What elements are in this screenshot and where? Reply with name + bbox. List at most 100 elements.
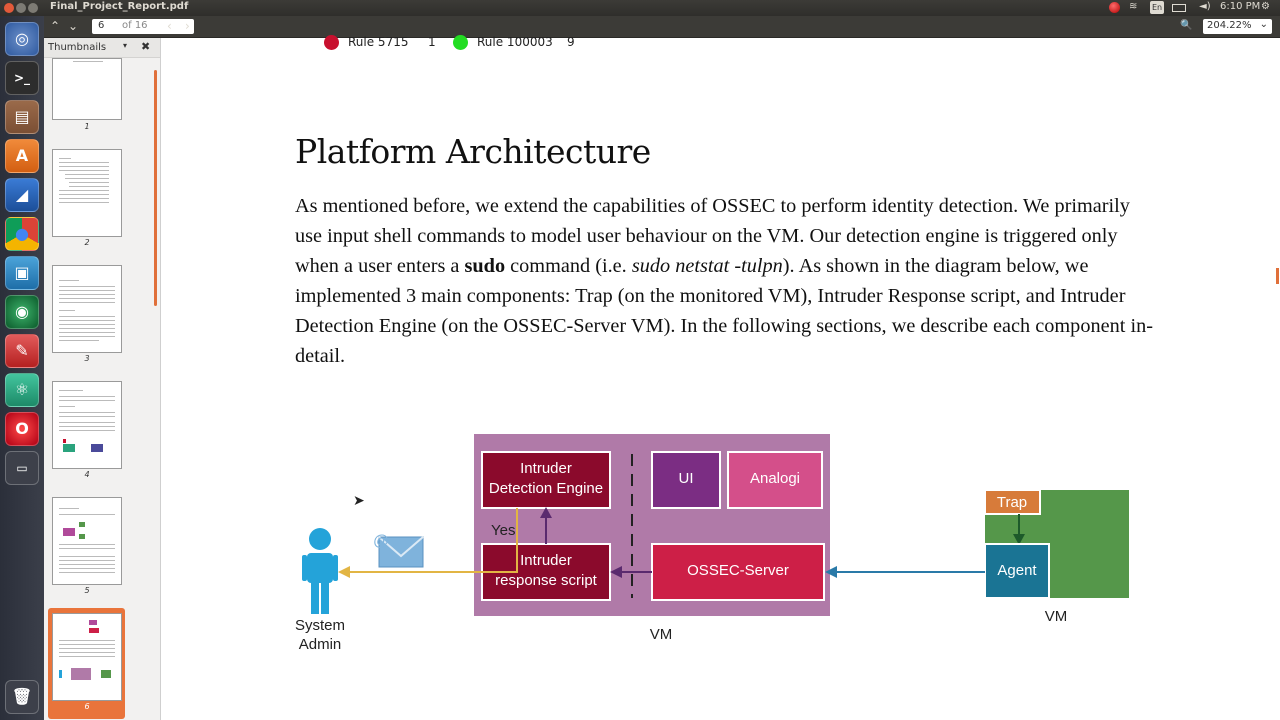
alert-path-arrow-head xyxy=(338,566,350,578)
maximize-icon[interactable] xyxy=(28,3,38,13)
battery-icon[interactable] xyxy=(1172,4,1186,12)
para-text: As mentioned before, we extend the capab… xyxy=(295,195,1130,277)
close-icon[interactable] xyxy=(4,3,14,13)
page-current[interactable]: 6 xyxy=(98,20,105,31)
close-icon[interactable]: ✖ xyxy=(141,40,151,53)
clock[interactable]: 6:10 PM xyxy=(1220,1,1261,12)
legend-dot-green xyxy=(453,35,468,50)
image-viewer-icon[interactable]: ▣ xyxy=(5,256,39,290)
globe-icon[interactable]: ◉ xyxy=(5,295,39,329)
ossec-server-label: OSSEC-Server xyxy=(687,562,789,579)
trap-box xyxy=(984,489,1041,515)
document-scroll-marker[interactable] xyxy=(1276,268,1279,284)
admin-label-2: Admin xyxy=(299,636,342,653)
para-bold: sudo xyxy=(464,255,506,277)
workspace-icon[interactable]: ▭ xyxy=(5,451,39,485)
admin-user-icon xyxy=(302,528,338,614)
admin-label-1: System xyxy=(295,617,345,634)
thumbnail-page-6[interactable] xyxy=(52,613,122,701)
thumbnail-page-5[interactable] xyxy=(52,497,122,585)
response-script-label-1: Intruder xyxy=(520,552,572,569)
server-vm-label: VM xyxy=(650,626,673,643)
para-text: ). As shown in the diagram below, we imp… xyxy=(295,255,1153,367)
previous-page-up-icon[interactable]: ⌃ xyxy=(50,19,61,33)
wireshark-icon[interactable]: ◢ xyxy=(5,178,39,212)
body-paragraph: As mentioned before, we extend the capab… xyxy=(295,191,1155,371)
zoom-select[interactable]: 204.22% ⌄ xyxy=(1203,19,1272,34)
chrome-icon[interactable]: ● xyxy=(5,217,39,251)
para-text: command (i.e. xyxy=(505,255,632,277)
search-icon[interactable]: 🔍 xyxy=(1180,20,1193,31)
server-to-response-arrow-head xyxy=(610,566,622,578)
detection-engine-label-1: Intruder xyxy=(520,460,572,477)
email-icon: @ xyxy=(373,533,424,568)
trap-label: Trap xyxy=(997,494,1027,511)
yes-arrow-head xyxy=(540,507,552,518)
terminal-icon[interactable]: >_ xyxy=(5,61,39,95)
atom-icon[interactable]: ⚛ xyxy=(5,373,39,407)
chevron-down-icon[interactable]: ⌄ xyxy=(1259,19,1268,30)
thumbnail-page-3[interactable] xyxy=(52,265,122,353)
trap-to-agent-arrow-head xyxy=(1013,534,1025,545)
thumbnail-number: 3 xyxy=(84,354,90,363)
window-title: Final_Project_Report.pdf xyxy=(50,1,189,12)
legend-label: Rule 5715 xyxy=(348,35,409,49)
analogi-label: Analogi xyxy=(750,470,800,487)
alert-path xyxy=(350,508,518,573)
ossec-server-box xyxy=(651,543,825,601)
launcher: ◎ >_ ▤ A ◢ ● ▣ ◉ ✎ ⚛ O ▭ 🗑 xyxy=(0,16,44,720)
page-number-input[interactable]: 6 of 16 xyxy=(92,19,194,34)
minimize-icon[interactable] xyxy=(16,3,26,13)
ui-label: UI xyxy=(679,470,694,487)
trash-icon[interactable]: 🗑 xyxy=(5,680,39,714)
forward-icon[interactable]: › xyxy=(185,19,190,33)
next-page-down-icon[interactable]: ⌄ xyxy=(68,19,79,33)
opera-icon[interactable]: O xyxy=(5,412,39,446)
legend-label: Rule 100003 xyxy=(477,35,553,49)
volume-icon[interactable]: ◄) xyxy=(1199,1,1211,12)
thumbnail-page-2[interactable] xyxy=(52,149,122,237)
gear-icon[interactable]: ⚙ xyxy=(1261,1,1270,12)
files-icon[interactable]: ▤ xyxy=(5,100,39,134)
response-script-label-2: response script xyxy=(495,572,598,589)
thumbnail-number: 4 xyxy=(84,470,90,479)
thumbnail-number: 1 xyxy=(84,122,90,131)
thumbnails-scrollbar[interactable] xyxy=(154,70,157,306)
viewer-toolbar: ⌃ ⌄ 6 of 16 ‹ › 🔍 204.22% ⌄ xyxy=(44,16,1280,38)
mouse-pointer-icon: ➤ xyxy=(353,493,365,509)
thumbnails-title[interactable]: Thumbnails xyxy=(48,42,107,53)
agent-label: Agent xyxy=(997,562,1037,579)
thumbnail-number: 5 xyxy=(84,586,90,595)
thumbnail-page-1[interactable] xyxy=(52,58,122,120)
top-panel: Final_Project_Report.pdf ≋ En ◄) 6:10 PM… xyxy=(0,0,1280,16)
email-at-label: @ xyxy=(373,533,389,550)
architecture-diagram: Intruder Detection Engine UI Analogi Int… xyxy=(295,434,1129,653)
wifi-icon[interactable]: ≋ xyxy=(1129,1,1138,12)
detection-engine-box xyxy=(481,451,611,509)
dash-icon[interactable]: ◎ xyxy=(5,22,39,56)
page-count: of 16 xyxy=(122,20,148,31)
ui-box xyxy=(651,451,721,509)
legend-count: 1 xyxy=(428,35,436,49)
document-viewer-icon[interactable]: ✎ xyxy=(5,334,39,368)
client-vm-label: VM xyxy=(1045,608,1068,625)
detection-engine-label-2: Detection Engine xyxy=(489,480,603,497)
agent-to-server-arrow-head xyxy=(825,566,837,578)
legend-dot-red xyxy=(324,35,339,50)
keyboard-layout-indicator[interactable]: En xyxy=(1150,1,1164,14)
back-icon[interactable]: ‹ xyxy=(167,19,172,33)
update-indicator-icon[interactable] xyxy=(1109,2,1120,13)
thumbnail-number: 2 xyxy=(84,238,90,247)
analogi-box xyxy=(727,451,823,509)
thumbnail-page-4[interactable] xyxy=(52,381,122,469)
section-heading: Platform Architecture xyxy=(295,132,651,171)
software-center-icon[interactable]: A xyxy=(5,139,39,173)
chevron-down-icon[interactable]: ▾ xyxy=(123,41,128,50)
para-italic: sudo netstat -tulpn xyxy=(631,255,783,277)
yes-label: Yes xyxy=(491,522,515,539)
document-page[interactable]: Rule 5715 1 Rule 100003 9 Platform Archi… xyxy=(162,35,1280,720)
thumbnails-sidebar: Thumbnails ▾ ✖ 1 2 3 4 xyxy=(44,38,161,720)
legend-count: 9 xyxy=(567,35,575,49)
thumbnails-header: Thumbnails ▾ ✖ xyxy=(44,38,160,58)
zoom-value: 204.22% xyxy=(1207,20,1252,31)
